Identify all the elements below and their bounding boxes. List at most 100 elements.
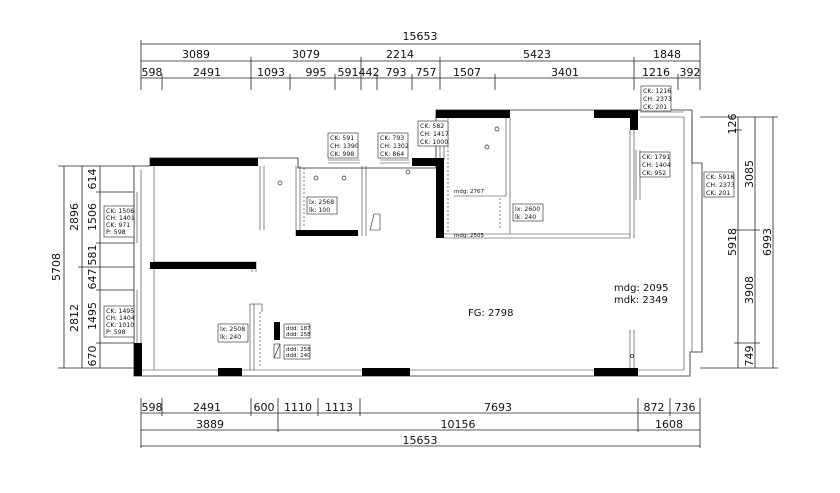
window-note-top-bath: CK: 582 CH: 1417 CK: 1000 <box>417 120 449 147</box>
dim-top-fine-6: 442 <box>359 66 380 79</box>
door-note-b: lx: 2600 lk: 240 <box>512 203 544 222</box>
light-icon <box>494 126 500 132</box>
note-line: lx: 2600 <box>515 206 540 213</box>
note-line: CH: 1302 <box>380 143 409 150</box>
dim-bottom-mid-2: 10156 <box>441 418 476 431</box>
note-line: CH: 2373 <box>643 96 672 103</box>
plan-outline <box>133 109 703 377</box>
note-line: CK: 1791 <box>642 154 670 161</box>
top-dimensions: 15653 3089 3079 2214 5423 1848 598 2491 … <box>140 30 701 90</box>
note-line: CK: 1506 <box>106 208 134 215</box>
note-line: CK: 971 <box>106 222 130 229</box>
dim-top-mid-5: 1848 <box>653 48 681 61</box>
note-line: CK: 793 <box>380 135 404 142</box>
label-mdg-c: mdg: 2095 <box>614 283 668 294</box>
note-line: lk: 100 <box>309 207 330 214</box>
dim-left-mid-2: 2812 <box>68 304 81 332</box>
bottom-dimensions: 598 2491 600 1110 1113 7693 872 736 3889… <box>140 398 701 448</box>
door-note-a: lx: 2568 lk: 100 <box>306 196 338 215</box>
note-line: CK: 1000 <box>420 139 448 146</box>
note-line: P: 598 <box>106 229 126 236</box>
window-note-left-upper: CK: 1506 CH: 1401 CK: 971 P: 598 <box>103 205 135 238</box>
dim-left-fine-1: 614 <box>86 169 99 190</box>
note-line: CK: 582 <box>420 123 444 130</box>
note-line: lx: 2508 <box>220 326 245 333</box>
note-line: CK: 1216 <box>643 88 671 95</box>
dim-right-mid-4: 749 <box>743 346 756 367</box>
note-line: CK: 864 <box>380 151 404 158</box>
light-icon <box>484 144 490 150</box>
dim-left-fine-5: 1495 <box>86 302 99 330</box>
label-mdk: mdk: 2349 <box>614 295 668 306</box>
light-icon <box>277 180 283 186</box>
dim-left-total: 5708 <box>50 253 63 281</box>
note-line: CH: 1404 <box>642 162 671 169</box>
dim-bottom-fine-2: 2491 <box>193 401 221 414</box>
dim-right-mid-1: 3085 <box>743 160 756 188</box>
note-line: lx: 2568 <box>309 199 334 206</box>
door-note-e: ddd: 258 ddd: 240 <box>283 344 311 360</box>
note-line: CK: 1495 <box>106 308 134 315</box>
dim-bottom-fine-8: 736 <box>675 401 696 414</box>
note-line: CK: 201 <box>706 190 730 197</box>
dim-right-mid-2: 5918 <box>726 228 739 256</box>
light-icon <box>630 354 634 358</box>
note-line: CK: 998 <box>330 151 354 158</box>
dim-left-fine-4: 647 <box>86 269 99 290</box>
door-note-c: lx: 2508 lk: 240 <box>217 323 249 343</box>
window-note-right-inner: CK: 1791 CH: 1404 CK: 952 <box>639 151 671 178</box>
note-line: P: 598 <box>106 329 126 336</box>
note-line: CH: 1404 <box>106 315 135 322</box>
dim-bottom-total: 15653 <box>403 434 438 447</box>
left-dimensions: 5708 2896 2812 614 1506 581 647 1495 670 <box>50 165 134 369</box>
dim-bottom-fine-1: 598 <box>142 401 163 414</box>
dim-top-fine-1: 598 <box>142 66 163 79</box>
note-line: lk: 240 <box>220 334 241 341</box>
dim-top-fine-5: 591 <box>338 66 359 79</box>
dim-right-mid-3: 3908 <box>743 276 756 304</box>
dim-bottom-fine-3: 600 <box>254 401 275 414</box>
dim-bottom-mid-1: 3889 <box>196 418 224 431</box>
door-note-d: ddd: 187 ddd: 258 <box>283 323 311 339</box>
dim-left-mid-1: 2896 <box>68 203 81 231</box>
dim-left-fine-3: 581 <box>86 245 99 266</box>
dim-right-small: 126 <box>726 114 739 135</box>
dim-bottom-fine-6: 7693 <box>484 401 512 414</box>
window-note-top-b: CK: 793 CH: 1302 CK: 864 <box>377 132 409 159</box>
ceiling-lights <box>277 126 634 358</box>
dim-left-fine-2: 1506 <box>86 203 99 231</box>
note-line: CK: 201 <box>643 104 667 111</box>
dim-top-fine-10: 3401 <box>551 66 579 79</box>
note-line: CK: 5918 <box>706 174 734 181</box>
dim-top-fine-3: 1093 <box>257 66 285 79</box>
dim-left-fine-6: 670 <box>86 346 99 367</box>
light-icon <box>405 169 411 175</box>
label-mdg-a: mdg: 2767 <box>454 189 484 195</box>
note-line: CK: 952 <box>642 170 666 177</box>
note-line: CH: 2373 <box>706 182 735 189</box>
dim-top-fine-9: 1507 <box>453 66 481 79</box>
dim-top-fine-8: 757 <box>416 66 437 79</box>
window-note-right-outer: CK: 5918 CH: 2373 CK: 201 <box>703 171 735 198</box>
note-line: CK: 1010 <box>106 322 134 329</box>
dim-top-fine-7: 793 <box>386 66 407 79</box>
window-note-top-right: CK: 1216 CH: 2373 CK: 201 <box>640 85 672 112</box>
note-line: lk: 240 <box>515 214 536 221</box>
note-line: CK: 591 <box>330 135 354 142</box>
dim-top-mid-4: 5423 <box>523 48 551 61</box>
plan-walls <box>134 110 638 376</box>
note-line: ddd: 258 <box>286 347 311 353</box>
note-line: CH: 1401 <box>106 215 135 222</box>
note-line: ddd: 240 <box>286 353 311 359</box>
window-note-top-a: CK: 591 CH: 1390 CK: 998 <box>327 132 359 159</box>
note-line: ddd: 258 <box>286 332 311 338</box>
label-mdg-b: mdg: 2505 <box>454 233 484 239</box>
dim-bottom-fine-5: 1113 <box>325 401 353 414</box>
light-icon <box>341 175 347 181</box>
note-line: ddd: 187 <box>286 326 311 332</box>
note-line: CH: 1417 <box>420 131 449 138</box>
dim-top-fine-12: 392 <box>680 66 701 79</box>
right-dimensions: 6993 3085 3908 749 5918 126 <box>700 114 778 369</box>
label-fg: FG: 2798 <box>468 308 514 319</box>
dim-top-fine-2: 2491 <box>193 66 221 79</box>
